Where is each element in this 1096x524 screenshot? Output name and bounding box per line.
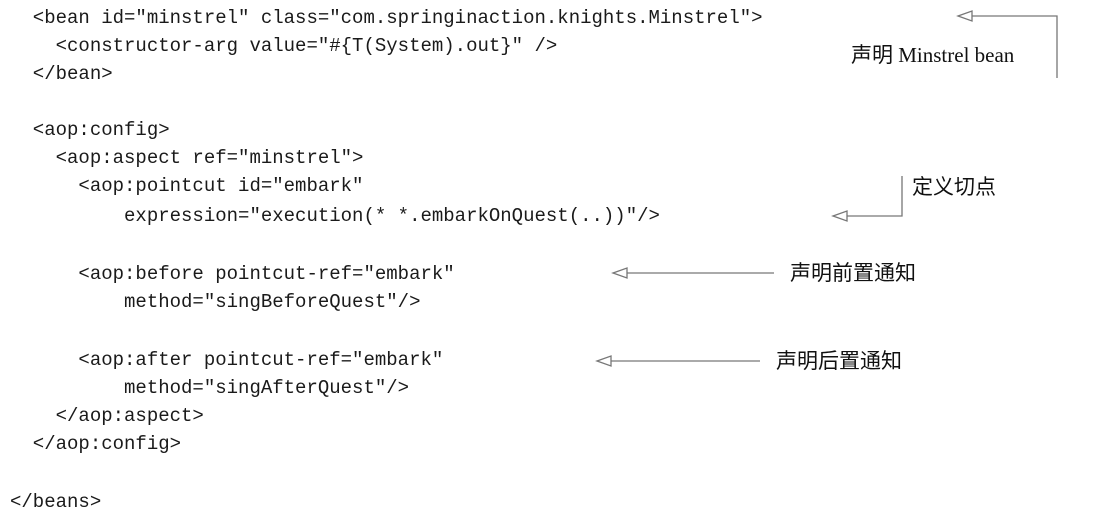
annotation-define-pointcut: 定义切点 xyxy=(912,175,996,199)
code-line-bean-close: </bean> xyxy=(10,63,113,85)
code-line-constructor-arg: <constructor-arg value="#{T(System).out}… xyxy=(10,35,558,57)
code-line-aop-config-close: </aop:config> xyxy=(10,433,182,455)
code-line-beans-close: </beans> xyxy=(10,491,102,513)
callout-arrowhead-after xyxy=(595,355,612,367)
annotation-declare-after-advice: 声明后置通知 xyxy=(776,349,902,373)
code-line-after-method: method="singAfterQuest"/> xyxy=(10,377,410,399)
code-line-bean-open: <bean id="minstrel" class="com.springina… xyxy=(10,7,763,29)
code-line-aop-config-open: <aop:config> xyxy=(10,119,170,141)
code-line-aop-after: <aop:after pointcut-ref="embark" xyxy=(10,349,444,371)
callout-line-pointcut xyxy=(847,176,903,217)
code-line-before-method: method="singBeforeQuest"/> xyxy=(10,291,421,313)
code-line-aop-aspect-close: </aop:aspect> xyxy=(10,405,204,427)
code-line-aop-before: <aop:before pointcut-ref="embark" xyxy=(10,263,455,285)
code-line-pointcut-expression: expression="execution(* *.embarkOnQuest(… xyxy=(10,205,660,227)
code-line-aop-pointcut: <aop:pointcut id="embark" xyxy=(10,175,364,197)
code-line-aop-aspect-open: <aop:aspect ref="minstrel"> xyxy=(10,147,364,169)
callout-arrowhead-pointcut xyxy=(831,210,848,222)
annotation-declare-minstrel-bean: 声明 Minstrel bean xyxy=(851,43,1015,67)
callout-arrowhead-before xyxy=(611,267,628,279)
callout-arrowhead-bean xyxy=(956,10,973,22)
annotation-declare-before-advice: 声明前置通知 xyxy=(790,261,916,285)
